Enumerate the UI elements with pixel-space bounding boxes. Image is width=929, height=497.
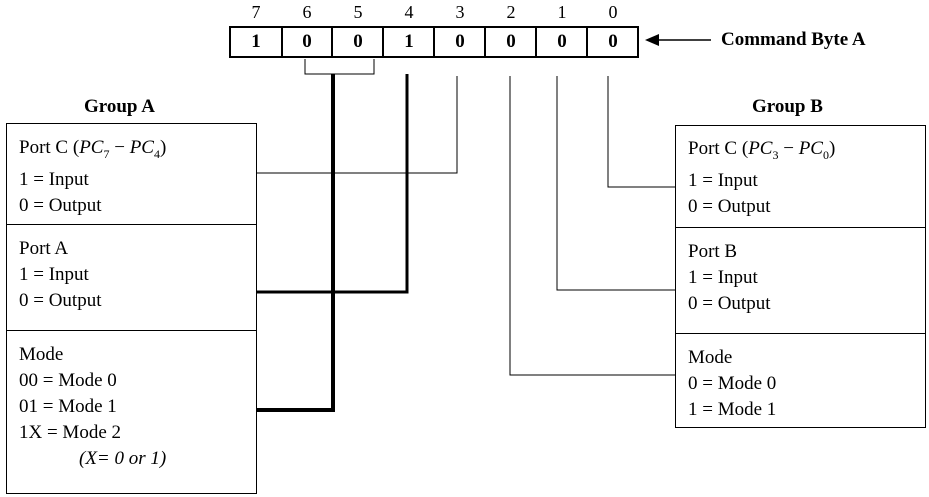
- bit-number-3: 3: [455, 2, 465, 22]
- command-arrow: [645, 34, 711, 46]
- group-a-port-c-title: Port C (PC7 − PC4): [19, 137, 167, 161]
- group-b-port-c-title: Port C (PC3 − PC0): [688, 138, 836, 162]
- group-b-mode-title: Mode: [688, 347, 733, 368]
- command-byte-label: Command Byte A: [721, 29, 866, 50]
- group-b-mode-1: 1 = Mode 1: [688, 399, 777, 420]
- bit-value-5: 0: [353, 31, 363, 52]
- group-b-port-b: Port B 1 = Input 0 = Output: [676, 227, 925, 333]
- group-a-port-c: Port C (PC7 − PC4) 1 = Input 0 = Output: [7, 124, 256, 224]
- bit-value-1: 0: [557, 31, 567, 52]
- group-b-mode-0: 0 = Mode 0: [688, 373, 777, 394]
- group-b-port-c-input: 1 = Input: [688, 169, 758, 191]
- group-b-port-b-output: 0 = Output: [688, 293, 771, 314]
- group-b-port-b-title: Port B: [688, 241, 738, 262]
- group-a-port-a-output: 0 = Output: [19, 290, 102, 311]
- group-b-title: Group B: [752, 96, 823, 117]
- group-a-title: Group A: [84, 96, 155, 117]
- group-a-mode-2: 1X = Mode 2: [19, 422, 122, 443]
- group-b-port-c: Port C (PC3 − PC0) 1 = Input 0 = Output: [676, 126, 925, 227]
- bit-value-3: 0: [455, 31, 465, 52]
- group-a-port-c-input: 1 = Input: [19, 168, 89, 190]
- line-mode-b: [509, 76, 676, 376]
- bit-value-0: 0: [608, 31, 618, 52]
- group-a-port-a-input: 1 = Input: [19, 264, 89, 285]
- bit-number-0: 0: [608, 2, 618, 22]
- line-port-c-upper: [256, 76, 458, 174]
- group-a-mode-title: Mode: [19, 344, 64, 365]
- bit-value-7: 1: [251, 31, 261, 52]
- bit-number-5: 5: [353, 2, 363, 22]
- group-a-mode: Mode 00 = Mode 0 01 = Mode 1 1X = Mode 2…: [7, 330, 256, 493]
- group-a-port-a-title: Port A: [19, 238, 69, 259]
- line-port-c-lower: [607, 76, 676, 188]
- group-b-box: Port C (PC3 − PC0) 1 = Input 0 = Output …: [675, 125, 926, 428]
- group-b-mode: Mode 0 = Mode 0 1 = Mode 1: [676, 333, 925, 427]
- group-a-mode-0: 00 = Mode 0: [19, 370, 117, 391]
- bit-number-1: 1: [557, 2, 567, 22]
- group-b-port-b-input: 1 = Input: [688, 267, 758, 288]
- bit-number-4: 4: [404, 2, 414, 22]
- mode-bits-bracket: [304, 59, 375, 75]
- group-a-port-a: Port A 1 = Input 0 = Output: [7, 224, 256, 330]
- bit-number-7: 7: [251, 2, 261, 22]
- line-mode-a: [256, 74, 335, 412]
- bit-number-2: 2: [506, 2, 516, 22]
- group-a-mode-note: (X= 0 or 1): [79, 448, 167, 469]
- line-port-a: [256, 74, 409, 294]
- group-a-mode-1: 01 = Mode 1: [19, 396, 117, 417]
- group-a-port-c-output: 0 = Output: [19, 194, 102, 216]
- bit-value-2: 0: [506, 31, 516, 52]
- line-port-b: [556, 76, 676, 291]
- bit-value-6: 0: [302, 31, 312, 52]
- bit-value-4: 1: [404, 31, 414, 52]
- bit-number-6: 6: [302, 2, 312, 22]
- group-a-box: Port C (PC7 − PC4) 1 = Input 0 = Output …: [6, 123, 257, 494]
- group-b-port-c-output: 0 = Output: [688, 195, 771, 217]
